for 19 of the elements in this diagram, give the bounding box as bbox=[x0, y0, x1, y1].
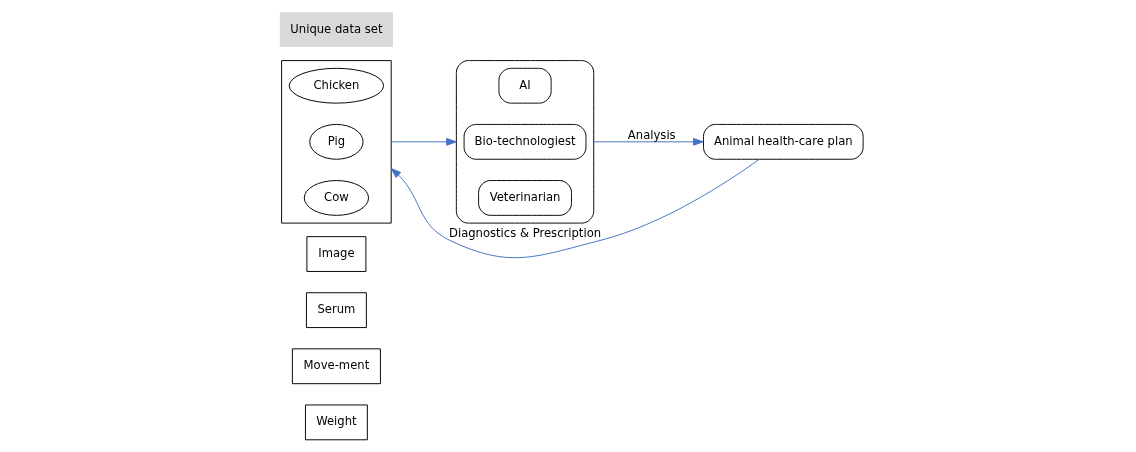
label: Unique data set bbox=[289, 21, 382, 36]
cluster bbox=[280, 60, 392, 224]
arrow bbox=[390, 158, 760, 259]
arrow bbox=[390, 137, 457, 146]
node-box: Bio-technologiest bbox=[463, 123, 586, 160]
node-box: Image bbox=[305, 236, 366, 272]
edge-label: Diagnostics & Prescription bbox=[448, 226, 601, 241]
node-ellipse: Cow bbox=[303, 180, 369, 216]
node-box: AI bbox=[497, 67, 552, 104]
node-ellipse: Pig bbox=[308, 123, 364, 160]
node-box: Move-ment bbox=[291, 348, 381, 385]
node-ellipse: Chicken bbox=[288, 67, 384, 104]
node-box: Weight bbox=[304, 404, 368, 441]
node-box: Animal health-care plan bbox=[702, 123, 864, 160]
edge-label: Analysis bbox=[627, 127, 676, 142]
cluster bbox=[455, 60, 594, 224]
node-box: Serum bbox=[305, 292, 367, 329]
arrow bbox=[592, 137, 704, 146]
node-box: Veterinarian bbox=[477, 180, 572, 216]
